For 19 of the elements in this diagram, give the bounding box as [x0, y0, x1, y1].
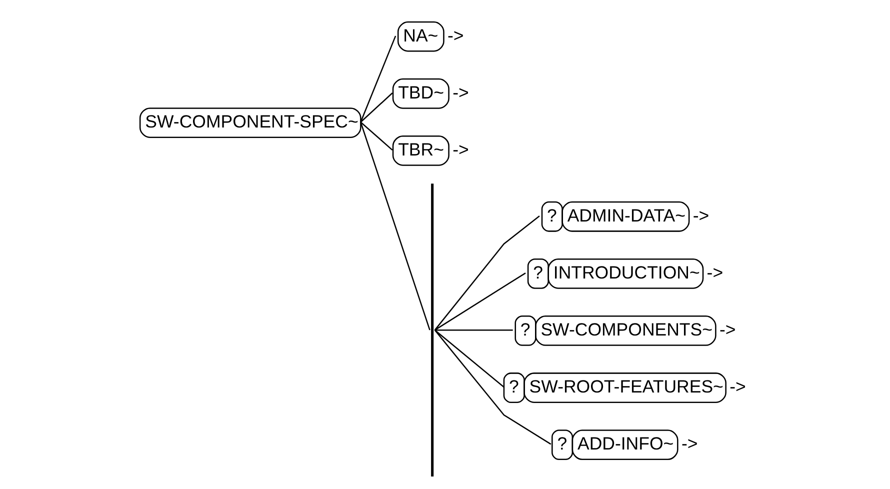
node-box: NA~ — [397, 21, 444, 52]
connector — [360, 122, 393, 151]
node-label: -> — [720, 319, 736, 340]
node-label: -> — [452, 139, 469, 160]
node-label: -> — [448, 25, 464, 46]
connector — [434, 330, 504, 388]
node-box: TBD~ — [392, 78, 450, 109]
node-label: -> — [452, 82, 469, 102]
node-label: -> — [730, 376, 746, 396]
connector — [360, 92, 393, 123]
node-bar — [431, 184, 434, 477]
node-box: TBR~ — [392, 135, 450, 166]
node-label: -> — [706, 262, 724, 282]
connector — [434, 329, 513, 331]
node-label: -> — [692, 205, 710, 226]
node-label: -> — [681, 434, 698, 454]
connector — [360, 122, 430, 330]
node-box: SW-COMPONENT-SPEC~ — [139, 108, 362, 138]
connector — [360, 36, 396, 122]
